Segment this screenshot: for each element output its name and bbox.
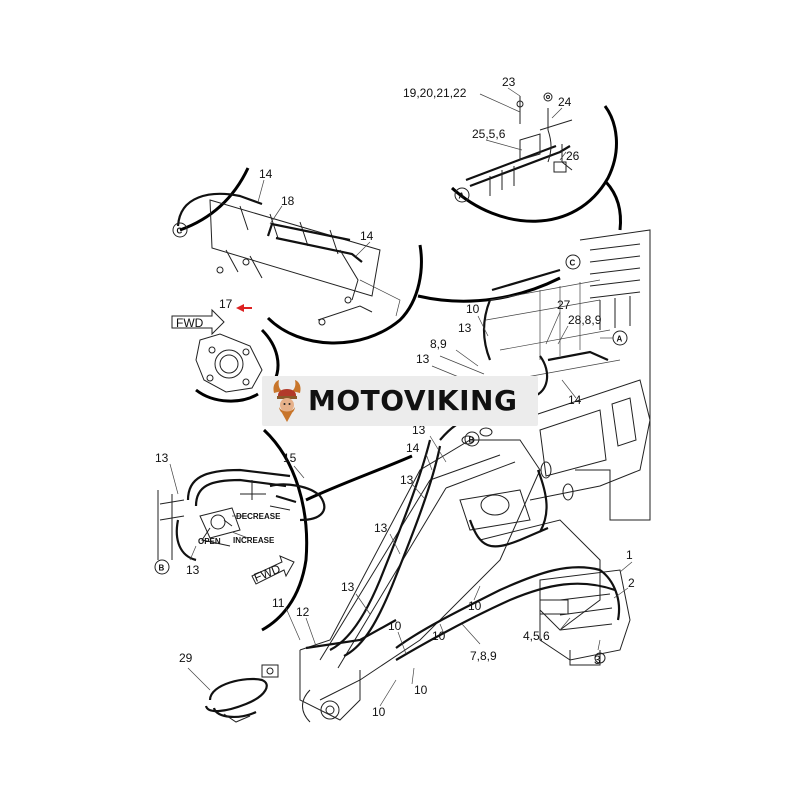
callout-13-c: 13 [412,423,426,437]
ref-circle-b2 [154,559,170,575]
machine-body [299,229,651,723]
callout-8-9: 8,9 [430,337,447,351]
ref-circle-c1 [172,222,188,238]
callout-7-8-9: 7,8,9 [470,649,497,663]
detail-b-boundary [261,428,309,632]
fwd-arrow-bottom: FWD [251,555,295,585]
callout-1: 1 [626,548,633,562]
ref-b1: B [469,436,475,445]
watermark-band [262,376,538,426]
fwd-arrow-top: FWD [171,308,225,336]
callout-3: 3 [594,653,601,667]
ref-circle-a1 [454,187,470,203]
detail-b-leader [305,454,413,502]
callout-14-d: 14 [406,441,420,455]
callout-13-a: 13 [458,321,472,335]
callout-labels: 23 19,20,21,22 24 25,5,6 26 14 18 14 17 … [155,75,635,719]
fwd-label-bottom: FWD [252,561,283,584]
callout-24: 24 [558,95,572,109]
open-label: OPEN [198,537,221,546]
ref-c2: C [570,259,576,268]
ref-c1: C [177,227,183,236]
valve-labels: DECREASE INCREASE OPEN [198,512,281,546]
callout-13-f: 13 [374,521,388,535]
callout-10-b: 10 [388,619,402,633]
detail-a-leader [604,180,622,231]
callout-13-b: 13 [416,352,430,366]
callout-17: 17 [219,297,233,311]
reference-markers: A A B B C C [154,187,628,575]
callout-13-h: 13 [341,580,355,594]
red-arrow-icon [236,304,252,312]
callout-10-a: 10 [466,302,480,316]
detail-c-leader [417,276,561,303]
detail-a [465,92,573,196]
callout-28-8-9: 28,8,9 [568,313,602,327]
callout-19-22: 19,20,21,22 [403,86,467,100]
callout-25-5-6: 25,5,6 [472,127,506,141]
fwd-label-top: FWD [176,316,204,330]
detail-a-boundary [450,105,618,223]
ref-a1: A [459,192,465,201]
callout-23: 23 [502,75,516,89]
callout-26: 26 [566,149,580,163]
callout-10-e: 10 [414,683,428,697]
callout-14-b: 14 [360,229,374,243]
callout-13-g: 13 [186,563,200,577]
callout-14-a: 14 [259,167,273,181]
callout-10-d: 10 [468,599,482,613]
detail-c [176,192,401,326]
callout-12: 12 [296,605,310,619]
leader-lines [169,87,633,707]
callout-18: 18 [281,194,295,208]
callout-2: 2 [628,576,635,590]
ref-circle-b1 [464,431,480,447]
callout-27: 27 [557,298,571,312]
viking-helmet-icon [273,380,301,422]
callout-11: 11 [272,596,285,610]
ref-b2: B [159,564,165,573]
callout-10-f: 10 [372,705,386,719]
detail-b [157,468,326,562]
detail-c-boundary [179,167,423,345]
decrease-label: DECREASE [236,512,281,521]
flange-detail [195,333,263,393]
callout-13-d: 13 [155,451,169,465]
coiled-cable-29 [204,664,279,723]
callout-15: 15 [283,451,297,465]
ref-circle-c2 [565,254,581,270]
watermark-text: MOTOVIKING [308,384,518,417]
callout-14-c: 14 [568,393,582,407]
ref-a2: A [617,335,623,344]
callout-13-e: 13 [400,473,414,487]
callout-4-5-6: 4,5,6 [523,629,550,643]
callout-29: 29 [179,651,193,665]
increase-label: INCREASE [233,536,275,545]
callout-10-c: 10 [432,629,446,643]
